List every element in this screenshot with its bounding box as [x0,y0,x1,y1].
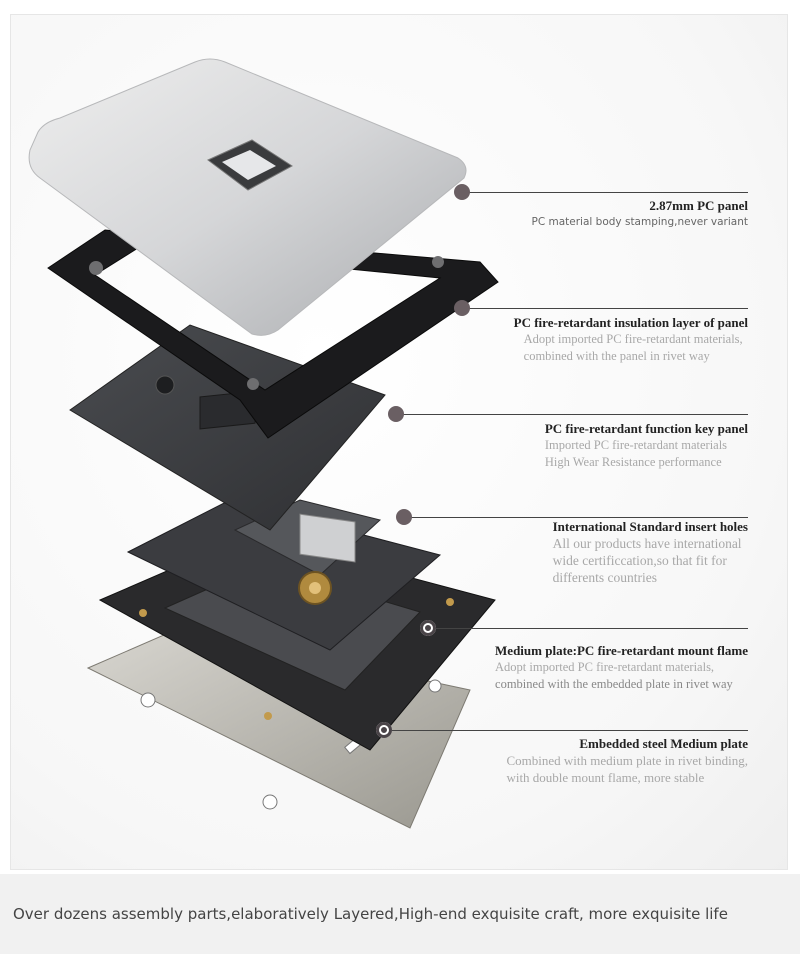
callout-title: Embedded steel Medium plate [579,736,748,751]
frame-hole [432,256,444,268]
callout-dot-5 [420,620,436,636]
callout-insulation-layer: PC fire-retardant insulation layer of pa… [514,315,748,365]
callout-title: PC fire-retardant function key panel [544,421,748,436]
callout-desc: with double mount flame, more stable [506,770,705,785]
keystone-jack [299,513,356,563]
callout-insert-holes: International Standard insert holes All … [553,519,748,586]
callout-desc: All our products have international [552,536,742,551]
callout-line-5 [428,628,748,629]
callout-steel-plate: Embedded steel Medium plate Combined wit… [506,736,748,786]
callout-line-6 [384,730,748,731]
callout-title: 2.87mm PC panel [649,198,748,213]
rivet [264,712,272,720]
callout-desc: Imported PC fire-retardant materials [544,438,728,452]
exploded-socket-diagram [28,58,499,829]
coax-hole [155,375,175,395]
footer-bar: Over dozens assembly parts,elaboratively… [0,874,800,954]
footer-caption: Over dozens assembly parts,elaboratively… [13,905,728,923]
insulation-frame [47,229,499,439]
callout-desc: PC material body stamping,never variant [531,216,749,228]
frame-hole [247,378,259,390]
callout-dot-3 [388,406,404,422]
steel-plate-hole [140,692,156,708]
pc-panel [28,58,467,336]
callout-title: International Standard insert holes [552,519,748,534]
callout-desc: High Wear Resistance performance [544,455,722,469]
callout-dot-6 [376,722,392,738]
callout-desc: combined with the embedded plate in rive… [495,677,733,691]
callout-function-key-panel: PC fire-retardant function key panel Imp… [545,421,748,471]
callout-line-1 [462,192,748,193]
rivet [446,598,454,606]
callout-dot-4 [396,509,412,525]
coax-pin [309,582,321,594]
callout-desc: Adopt imported PC fire-retardant materia… [523,332,743,346]
callout-desc: wide certificcation,so that fit for [552,553,727,568]
callout-mount-flame: Medium plate:PC fire-retardant mount fla… [495,643,748,693]
callout-desc: combined with the panel in rivet way [523,349,710,363]
callout-dot-1 [454,184,470,200]
frame-hole [89,261,103,275]
panel-port-insert [222,150,276,180]
callout-line-4 [404,517,748,518]
callout-desc: Adopt imported PC fire-retardant materia… [495,660,715,674]
callout-desc: Combined with medium plate in rivet bind… [506,753,748,768]
callout-dot-2 [454,300,470,316]
callout-line-3 [396,414,748,415]
steel-plate-hole [428,679,442,693]
callout-title: Medium plate:PC fire-retardant mount fla… [495,643,748,658]
rivet [139,609,147,617]
callout-line-2 [462,308,748,309]
callout-title: PC fire-retardant insulation layer of pa… [513,315,748,330]
steel-plate-hole [262,794,278,810]
callout-desc: differents countries [552,570,657,585]
callout-pc-panel: 2.87mm PC panel PC material body stampin… [532,198,749,231]
